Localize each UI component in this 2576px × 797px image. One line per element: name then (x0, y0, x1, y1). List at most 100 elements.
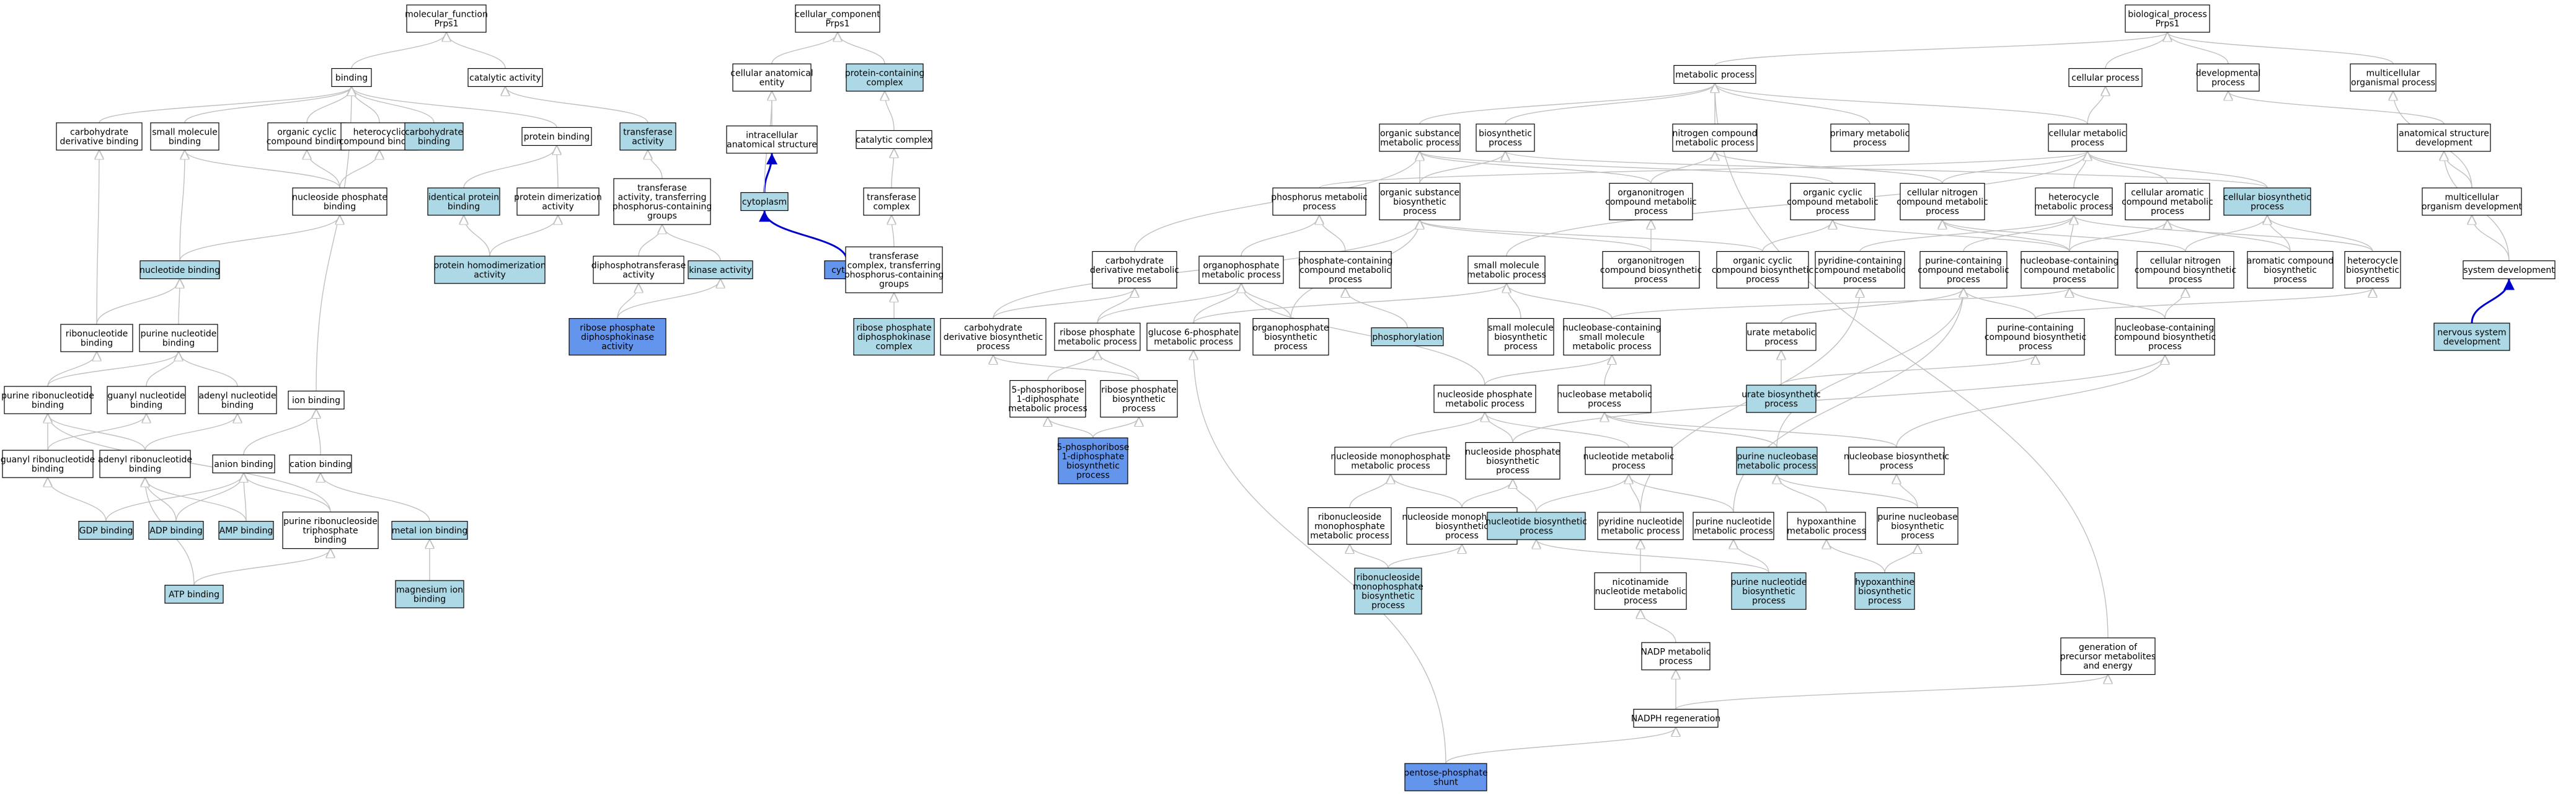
go-term-anionb[interactable]: anion binding (212, 454, 275, 474)
go-term-ampb[interactable]: AMP binding (218, 520, 274, 540)
go-term-cellproc[interactable]: cellular process (2068, 68, 2143, 87)
go-term-nucb[interactable]: nucleotide binding (139, 260, 220, 280)
go-term-nadph[interactable]: NADPH regeneration (1631, 708, 1720, 728)
go-term-metalb[interactable]: metal ion binding (391, 520, 468, 540)
go-term-cationb[interactable]: cation binding (289, 454, 352, 474)
go-term-metab[interactable]: metabolic process (1673, 65, 1756, 84)
go-term-catcx[interactable]: catalytic complex (856, 130, 932, 149)
go-term-kinase[interactable]: kinase activity (688, 260, 753, 280)
go-term-bind[interactable]: binding (331, 68, 372, 87)
go-term-cat[interactable]: catalytic activity (467, 68, 543, 87)
go-term-phosphor[interactable]: phosphorylation (1371, 327, 1444, 347)
go-term-atpb[interactable]: ATP binding (164, 584, 224, 604)
go-term-cyto[interactable]: cytoplasm (740, 192, 789, 211)
go-term-sysdev[interactable]: system development (2463, 260, 2556, 280)
go-term-protb[interactable]: protein binding (521, 127, 592, 146)
go-term-gdpb[interactable]: GDP binding (78, 520, 134, 540)
